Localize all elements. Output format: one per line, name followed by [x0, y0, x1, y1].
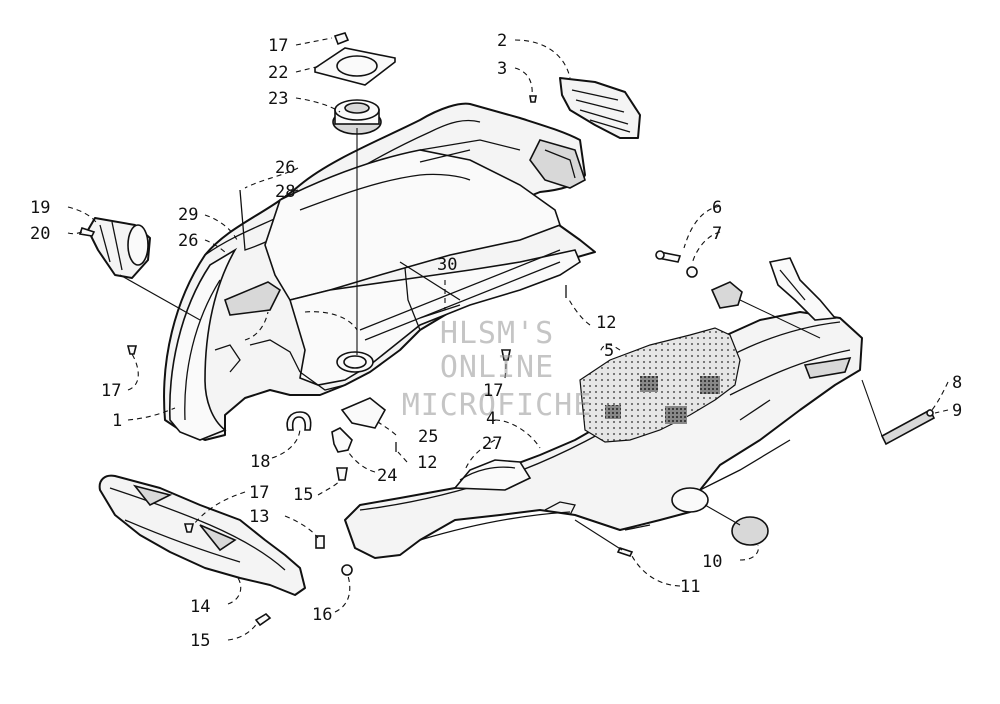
callout-16-bottom: 16 [312, 605, 332, 625]
callout-15-upper: 15 [293, 485, 313, 505]
callout-8: 8 [952, 373, 962, 393]
callout-10: 10 [702, 552, 722, 572]
part-24-plate [340, 397, 387, 429]
part-16-nut-top [333, 32, 350, 46]
callout-17-left: 17 [101, 381, 121, 401]
part-10-plug [731, 516, 769, 546]
part-19-boot [87, 217, 151, 279]
part-9-rivet [926, 409, 934, 417]
callout-26-upper: 26 [178, 231, 198, 251]
part-14-front-bumper [98, 474, 306, 596]
part-18-clamp [286, 411, 312, 431]
callout-25: 26 [275, 158, 295, 178]
callout-4: 4 [486, 409, 496, 429]
callout-14: 14 [190, 597, 210, 617]
part-1-upper-shell [163, 102, 596, 441]
callout-22: 23 [268, 89, 288, 109]
part-8-reflector [880, 408, 936, 446]
part-16-nut-bottom [341, 564, 353, 576]
callout-12-lower: 12 [417, 453, 437, 473]
callout-3: 3 [497, 59, 507, 79]
callout-26-lower: 27 [482, 434, 502, 454]
watermark-line-1: HLSM'S [440, 316, 554, 351]
callout-9: 9 [952, 401, 962, 421]
part-3-rivet [529, 95, 537, 103]
part-23-bracket [331, 427, 353, 453]
callout-11: 11 [680, 577, 700, 597]
watermark-line-2: ONLINE [440, 350, 554, 385]
part-17-rivet-left [126, 345, 138, 355]
part-2-side-vent [559, 77, 641, 139]
part-6-bolt [655, 250, 682, 263]
callout-7: 7 [712, 224, 722, 244]
callout-13: 13 [249, 507, 269, 527]
callout-5: 5 [604, 341, 614, 361]
callout-18: 18 [250, 452, 270, 472]
part-15-bolt-a [336, 467, 348, 481]
callout-19: 19 [30, 198, 50, 218]
callout-24: 25 [418, 427, 438, 447]
callout-6: 6 [712, 198, 722, 218]
callout-1: 1 [112, 411, 122, 431]
callout-12-upper: 12 [596, 313, 616, 333]
callout-15-lower: 15 [190, 631, 210, 651]
callout-23: 24 [377, 466, 397, 486]
watermark: HLSM'S ONLINE MICROFICHE [402, 316, 593, 423]
part-7-washer [686, 266, 698, 278]
part-22-grommet [332, 99, 382, 135]
callout-16-top: 17 [268, 36, 288, 56]
part-17-rivet-center [501, 349, 511, 361]
callout-21: 22 [268, 63, 288, 83]
part-17-rivet-bottom [183, 523, 195, 533]
watermark-line-3: MICROFICHE [402, 388, 593, 423]
callout-2: 2 [497, 31, 507, 51]
callouts: 17 22 23 2 3 26 28 29 26 19 20 30 12 5 1… [30, 31, 962, 651]
leader-lines [67, 37, 949, 641]
part-pad [710, 281, 743, 309]
callout-28: 29 [178, 205, 198, 225]
callout-20: 20 [30, 224, 50, 244]
part-5-insulation [579, 327, 741, 443]
part-21-access-plate [314, 47, 396, 86]
callout-27: 28 [275, 182, 295, 202]
callout-17-bottom: 17 [249, 483, 269, 503]
part-13-bolt [315, 535, 325, 549]
callout-17-center: 17 [483, 381, 503, 401]
part-15-bolt-b [254, 612, 272, 627]
callout-29: 30 [437, 255, 457, 275]
